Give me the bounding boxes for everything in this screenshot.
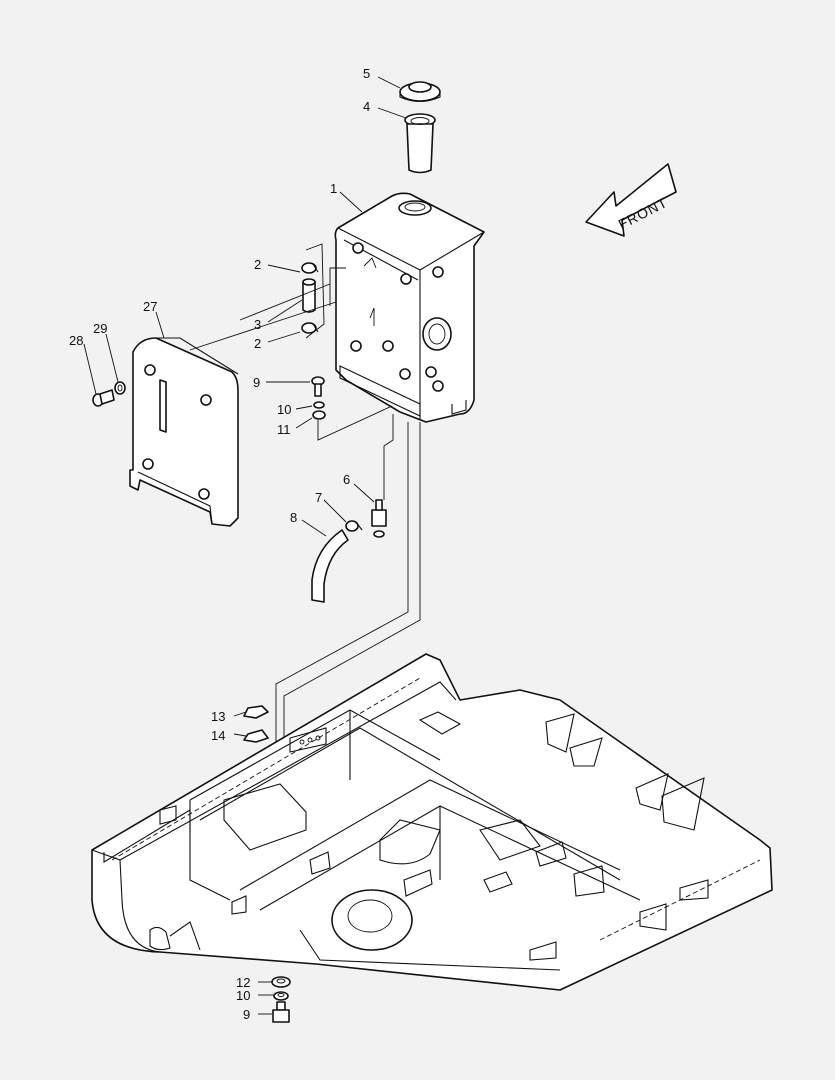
callout-14: 14 bbox=[211, 728, 225, 743]
hose-clamp-upper bbox=[301, 262, 319, 274]
bolt-9-upper bbox=[311, 376, 325, 397]
drain-valve bbox=[371, 499, 387, 538]
callout-9-lower: 9 bbox=[243, 1007, 250, 1022]
drain-hose bbox=[311, 529, 349, 603]
shim-13 bbox=[243, 705, 269, 719]
callout-6: 6 bbox=[343, 472, 350, 487]
callout-5: 5 bbox=[363, 66, 370, 81]
washer-29 bbox=[114, 381, 126, 395]
callout-7: 7 bbox=[315, 490, 322, 505]
callout-28: 28 bbox=[69, 333, 83, 348]
callout-29: 29 bbox=[93, 321, 107, 336]
bolt-9-lower bbox=[272, 1001, 290, 1023]
callout-13: 13 bbox=[211, 709, 225, 724]
filler-cap bbox=[399, 81, 441, 103]
hose-clamp-lower bbox=[301, 322, 319, 334]
callout-11-upper: 11 bbox=[277, 422, 291, 437]
washer-11-upper bbox=[312, 410, 326, 420]
callout-2-lower: 2 bbox=[254, 336, 261, 351]
callout-27: 27 bbox=[143, 299, 157, 314]
cover-plate bbox=[129, 337, 239, 527]
callout-1: 1 bbox=[330, 181, 337, 196]
hose-clip-7 bbox=[345, 520, 363, 532]
callout-8: 8 bbox=[290, 510, 297, 525]
callout-10-lower: 10 bbox=[236, 988, 250, 1003]
fuel-tank bbox=[329, 192, 485, 423]
callout-3: 3 bbox=[254, 317, 261, 332]
bolt-28 bbox=[92, 389, 115, 407]
callout-2-upper: 2 bbox=[254, 257, 261, 272]
front-arrow: FRONT bbox=[585, 163, 677, 237]
callout-4: 4 bbox=[363, 99, 370, 114]
washer-12 bbox=[271, 976, 291, 988]
filler-strainer bbox=[404, 113, 436, 174]
washer-10-upper bbox=[313, 401, 325, 409]
callout-12: 12 bbox=[236, 975, 250, 990]
short-hose bbox=[302, 278, 316, 313]
callout-10-upper: 10 bbox=[277, 402, 291, 417]
washer-10-lower bbox=[273, 991, 289, 1001]
shim-14 bbox=[243, 729, 269, 743]
callout-9-upper: 9 bbox=[253, 375, 260, 390]
upper-frame bbox=[91, 653, 773, 991]
callout-leaders bbox=[83, 76, 407, 1015]
